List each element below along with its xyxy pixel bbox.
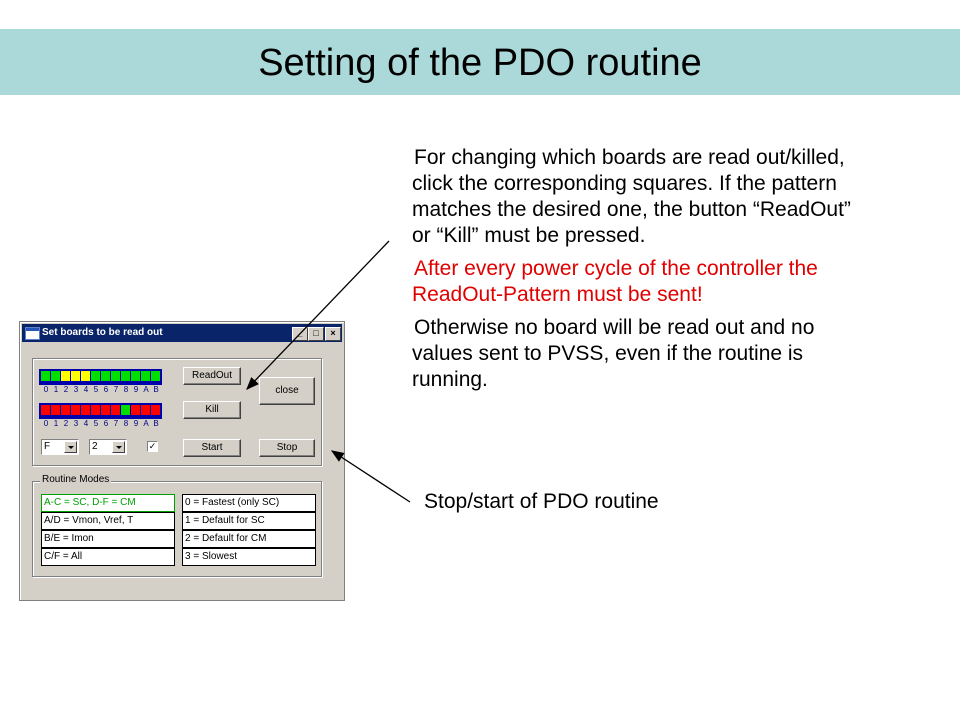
readout-board-square[interactable] [71,371,80,381]
stop-button[interactable]: Stop [259,439,315,457]
kill-board-square[interactable] [91,405,100,415]
kill-board-square[interactable] [81,405,90,415]
close-button[interactable]: close [259,377,315,405]
kill-board-square[interactable] [131,405,140,415]
board-label: B [153,385,159,394]
board-label: 4 [83,385,89,394]
board-label: 5 [93,419,99,428]
readout-button[interactable]: ReadOut [183,367,241,385]
readout-board-square[interactable] [81,371,90,381]
speed-option[interactable]: 0 = Fastest (only SC) [182,494,316,512]
start-button[interactable]: Start [183,439,241,457]
dialog-title: Set boards to be read out [42,327,163,338]
mode-select-value: F [44,441,51,452]
mode-option[interactable]: B/E = Imon [41,530,175,548]
board-label: 7 [113,419,119,428]
readout-board-square[interactable] [101,371,110,381]
kill-board-square[interactable] [121,405,130,415]
board-label: 3 [73,419,79,428]
routine-modes-label: Routine Modes [40,474,112,485]
readout-pattern-row [39,369,162,385]
readout-board-square[interactable] [111,371,120,381]
board-label: 5 [93,385,99,394]
board-label: 7 [113,385,119,394]
board-label: B [153,419,159,428]
board-label: 6 [103,385,109,394]
kill-board-square[interactable] [41,405,50,415]
chevron-down-icon[interactable] [112,441,125,453]
readout-board-square[interactable] [61,371,70,381]
chevron-down-icon[interactable] [64,441,77,453]
board-label: 1 [53,385,59,394]
dialog-title-bar[interactable]: Set boards to be read out _ □ × [22,324,342,342]
board-label: 0 [43,419,49,428]
kill-board-square[interactable] [61,405,70,415]
board-label: 3 [73,385,79,394]
readout-board-square[interactable] [41,371,50,381]
board-label: 2 [63,419,69,428]
kill-board-square[interactable] [51,405,60,415]
instruction-paragraph-1: For changing which boards are read out/k… [412,146,851,247]
board-label: 8 [123,385,129,394]
board-label: 1 [53,419,59,428]
kill-button[interactable]: Kill [183,401,241,419]
minimize-button[interactable]: _ [292,327,308,341]
board-label: 6 [103,419,109,428]
board-label: 8 [123,419,129,428]
window-icon [25,327,40,340]
mode-option[interactable]: A/D = Vmon, Vref, T [41,512,175,530]
kill-board-square[interactable] [71,405,80,415]
instructions: For changing which boards are read out/k… [412,145,862,400]
board-label: A [143,385,149,394]
board-label: A [143,419,149,428]
readout-board-square[interactable] [91,371,100,381]
speed-option[interactable]: 1 = Default for SC [182,512,316,530]
board-label: 9 [133,419,139,428]
speed-option[interactable]: 3 = Slowest [182,548,316,566]
maximize-button[interactable]: □ [308,327,324,341]
mode-option[interactable]: C/F = All [41,548,175,566]
start-stop-note: Stop/start of PDO routine [424,490,659,513]
speed-option[interactable]: 2 = Default for CM [182,530,316,548]
board-label: 4 [83,419,89,428]
readout-board-square[interactable] [141,371,150,381]
mode-option[interactable]: A-C = SC, D-F = CM [41,494,175,512]
readout-board-square[interactable] [51,371,60,381]
board-label: 2 [63,385,69,394]
readout-board-square[interactable] [131,371,140,381]
readout-board-square[interactable] [151,371,160,381]
speed-select-value: 2 [92,441,98,452]
title-bar [0,29,960,95]
warning-paragraph: After every power cycle of the controlle… [412,257,818,306]
close-window-button[interactable]: × [325,327,341,341]
slide-title: Setting of the PDO routine [258,42,702,84]
board-label: 0 [43,385,49,394]
kill-board-square[interactable] [151,405,160,415]
kill-pattern-row [39,403,162,419]
board-label: 9 [133,385,139,394]
mode-select[interactable]: F [41,439,79,455]
kill-board-square[interactable] [141,405,150,415]
enable-checkbox[interactable]: ✓ [147,441,158,452]
speed-select[interactable]: 2 [89,439,127,455]
readout-board-square[interactable] [121,371,130,381]
kill-board-square[interactable] [111,405,120,415]
instruction-paragraph-3: Otherwise no board will be read out and … [412,316,815,391]
kill-board-square[interactable] [101,405,110,415]
routine-modes-group: Routine Modes A-C = SC, D-F = CM A/D = V… [32,474,322,577]
